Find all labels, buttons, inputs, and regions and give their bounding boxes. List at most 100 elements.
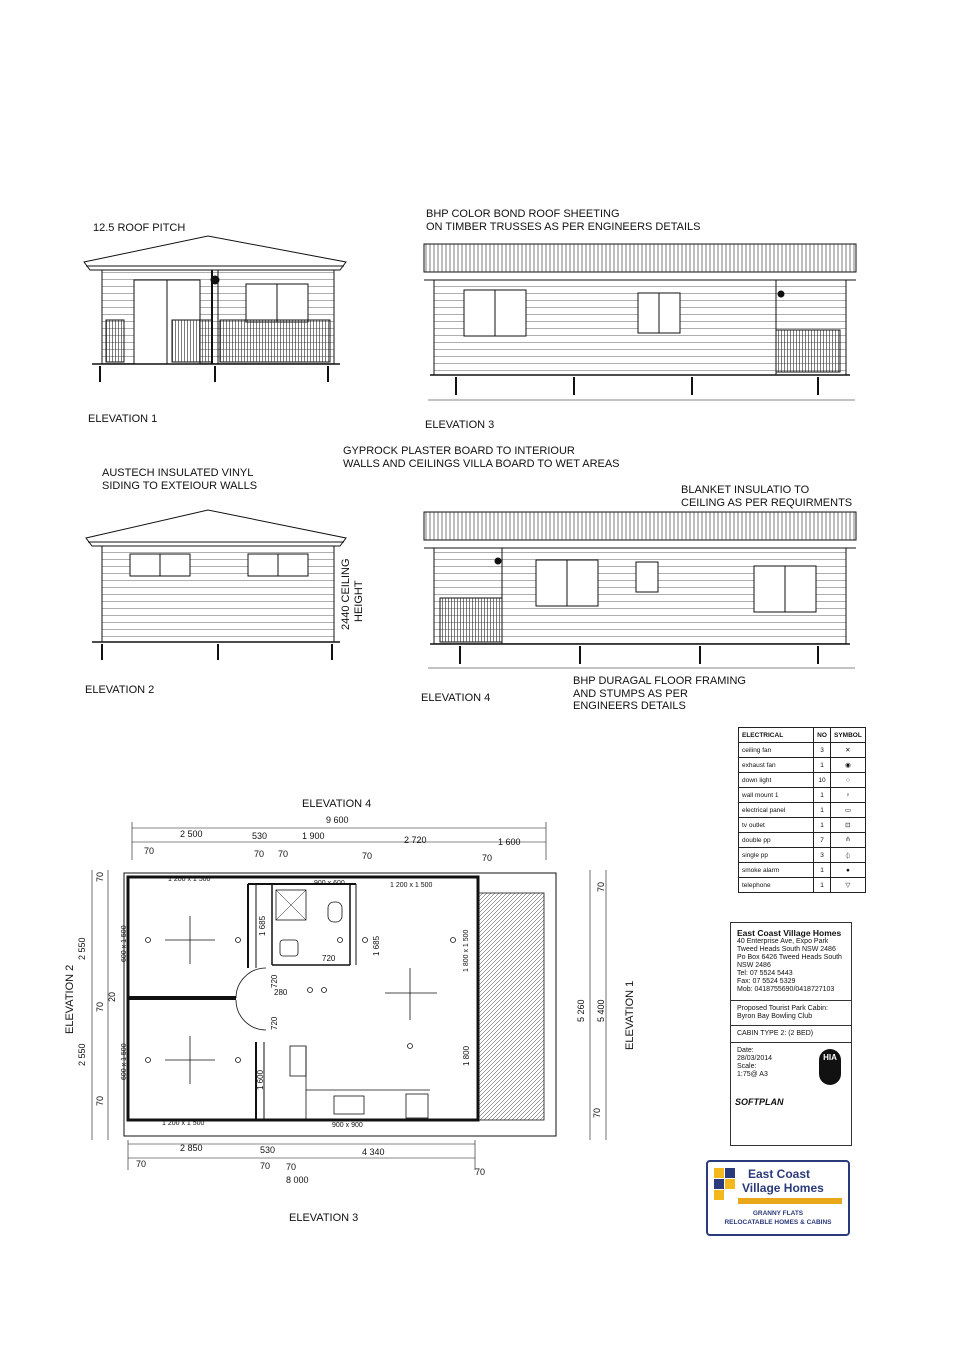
note-line: AUSTECH INSULATED VINYL <box>102 467 254 479</box>
header-cell: SYMBOL <box>830 727 866 743</box>
count-cell: 3 <box>813 742 831 758</box>
window-label: 600 x 1 500 <box>121 925 128 962</box>
address-line: Fax: 07 5524 5329 <box>737 978 796 985</box>
logo-stripe <box>738 1198 842 1204</box>
date-scale: Date: 28/03/2014 Scale: 1:75@ A3 SOFTPLA… <box>731 1042 851 1131</box>
dim-2500: 2 500 <box>180 829 203 839</box>
window-label: 1 800 x 1 500 <box>463 929 470 972</box>
plan-label-elevation-2: ELEVATION 2 <box>64 964 76 1034</box>
dim-70: 70 <box>95 1095 105 1106</box>
dim-70: 70 <box>260 1161 271 1171</box>
dim-70: 70 <box>95 1001 105 1012</box>
logo-tag1: GRANNY FLATS <box>752 1210 804 1217</box>
count-cell: 1 <box>813 862 831 878</box>
count-cell: 1 <box>813 802 831 818</box>
dim-530: 530 <box>252 831 268 841</box>
tv-icon: ⊡ <box>830 817 866 833</box>
fan-icon: ✕ <box>830 742 866 758</box>
roof-sheeting-note: BHP COLOR BOND ROOF SHEETING ON TIMBER T… <box>426 208 700 233</box>
dim-70: 70 <box>254 849 265 859</box>
item-cell: ceiling fan <box>738 742 814 758</box>
floor-plan <box>91 822 607 1170</box>
double-pp-icon: ⫛ <box>830 832 866 848</box>
plan-label-elevation-4: ELEVATION 4 <box>302 798 372 810</box>
cabin-type: CABIN TYPE 2: (2 BED) <box>731 1025 851 1042</box>
address-line: 40 Enterprise Ave, Expo Park <box>737 938 829 945</box>
panel-icon: ▭ <box>830 802 866 818</box>
elevation-1-label: ELEVATION 1 <box>88 413 158 425</box>
address-line: Mob: 0418755690/0418727103 <box>737 986 835 993</box>
dim-1685: 1 685 <box>258 915 267 936</box>
count-cell: 1 <box>813 817 831 833</box>
note-line: SIDING TO EXTEIOUR WALLS <box>102 479 258 492</box>
dim-70: 70 <box>136 1159 147 1169</box>
logo-text-line1: East Coast <box>748 1167 811 1181</box>
scale-value: 1:75@ A3 <box>737 1071 768 1078</box>
table-header-row: ELECTRICAL NO SYMBOL <box>738 727 866 743</box>
exhaust-fan-icon: ◉ <box>830 757 866 773</box>
austech-note: AUSTECH INSULATED VINYL SIDING TO EXTEIO… <box>102 467 257 492</box>
elevation-3-label: ELEVATION 3 <box>425 419 495 431</box>
date-value: 28/03/2014 <box>737 1055 773 1062</box>
dim-1685: 1 685 <box>372 935 381 956</box>
smoke-alarm-icon: ● <box>830 862 866 878</box>
dim-70: 70 <box>482 853 493 863</box>
elevation-4-label: ELEVATION 4 <box>421 692 491 704</box>
dim-70: 70 <box>592 1107 602 1118</box>
dim-5260: 5 260 <box>576 999 586 1022</box>
scale-label: Scale: <box>737 1063 757 1070</box>
dim-2850: 2 850 <box>180 1143 203 1153</box>
dim-70: 70 <box>95 871 105 882</box>
brand-logo: East Coast Village Homes GRANNY FLATS RE… <box>706 1160 850 1236</box>
company-name: East Coast Village Homes <box>737 928 842 938</box>
dim-2550: 2 550 <box>77 1043 87 1066</box>
note-line: BHP DURAGAL FLOOR FRAMING <box>573 675 746 687</box>
gyprock-note: GYPROCK PLASTER BOARD TO INTERIOUR WALLS… <box>343 445 620 470</box>
dim-70: 70 <box>278 849 289 859</box>
date-label: Date: <box>737 1047 754 1054</box>
dim-5400: 5 400 <box>596 999 606 1022</box>
company-info: East Coast Village Homes 40 Enterprise A… <box>731 923 851 994</box>
logo-mark-icon <box>714 1168 736 1208</box>
count-cell: 1 <box>813 757 831 773</box>
note-line: CEILING AS PER REQUIRMENTS <box>681 496 853 509</box>
dim-1900: 1 900 <box>302 831 325 841</box>
note-line: ENGINEERS DETAILS <box>573 700 686 712</box>
note-line: BLANKET INSULATIO TO <box>681 484 810 496</box>
window-label: 1 200 x 1 500 <box>162 1120 205 1127</box>
item-cell: single pp <box>738 847 814 863</box>
count-cell: 1 <box>813 787 831 803</box>
count-cell: 10 <box>813 772 831 788</box>
elevation-2-drawing <box>85 509 347 660</box>
count-cell: 3 <box>813 847 831 863</box>
plan-label-elevation-1: ELEVATION 1 <box>624 980 636 1050</box>
item-cell: double pp <box>738 832 814 848</box>
address-line: Tel: 07 5524 5443 <box>737 970 793 977</box>
address-line: NSW 2486 <box>737 962 771 969</box>
dim-overall-top: 9 600 <box>326 815 349 825</box>
item-cell: smoke alarm <box>738 862 814 878</box>
count-cell: 7 <box>813 832 831 848</box>
dim-70: 70 <box>596 881 606 892</box>
project-line: Byron Bay Bowling Club <box>737 1013 813 1020</box>
telephone-icon: ▽ <box>830 877 866 893</box>
header-cell: NO <box>813 727 831 743</box>
elevation-2-label: ELEVATION 2 <box>85 684 155 696</box>
logo-tag2: RELOCATABLE HOMES & CABINS <box>724 1219 832 1226</box>
wall-mount-icon: ♀ <box>830 787 866 803</box>
dim-1600: 1 600 <box>498 837 521 847</box>
note-line: ON TIMBER TRUSSES AS PER ENGINEERS DETAI… <box>426 220 701 233</box>
title-block: East Coast Village Homes 40 Enterprise A… <box>730 922 852 1146</box>
